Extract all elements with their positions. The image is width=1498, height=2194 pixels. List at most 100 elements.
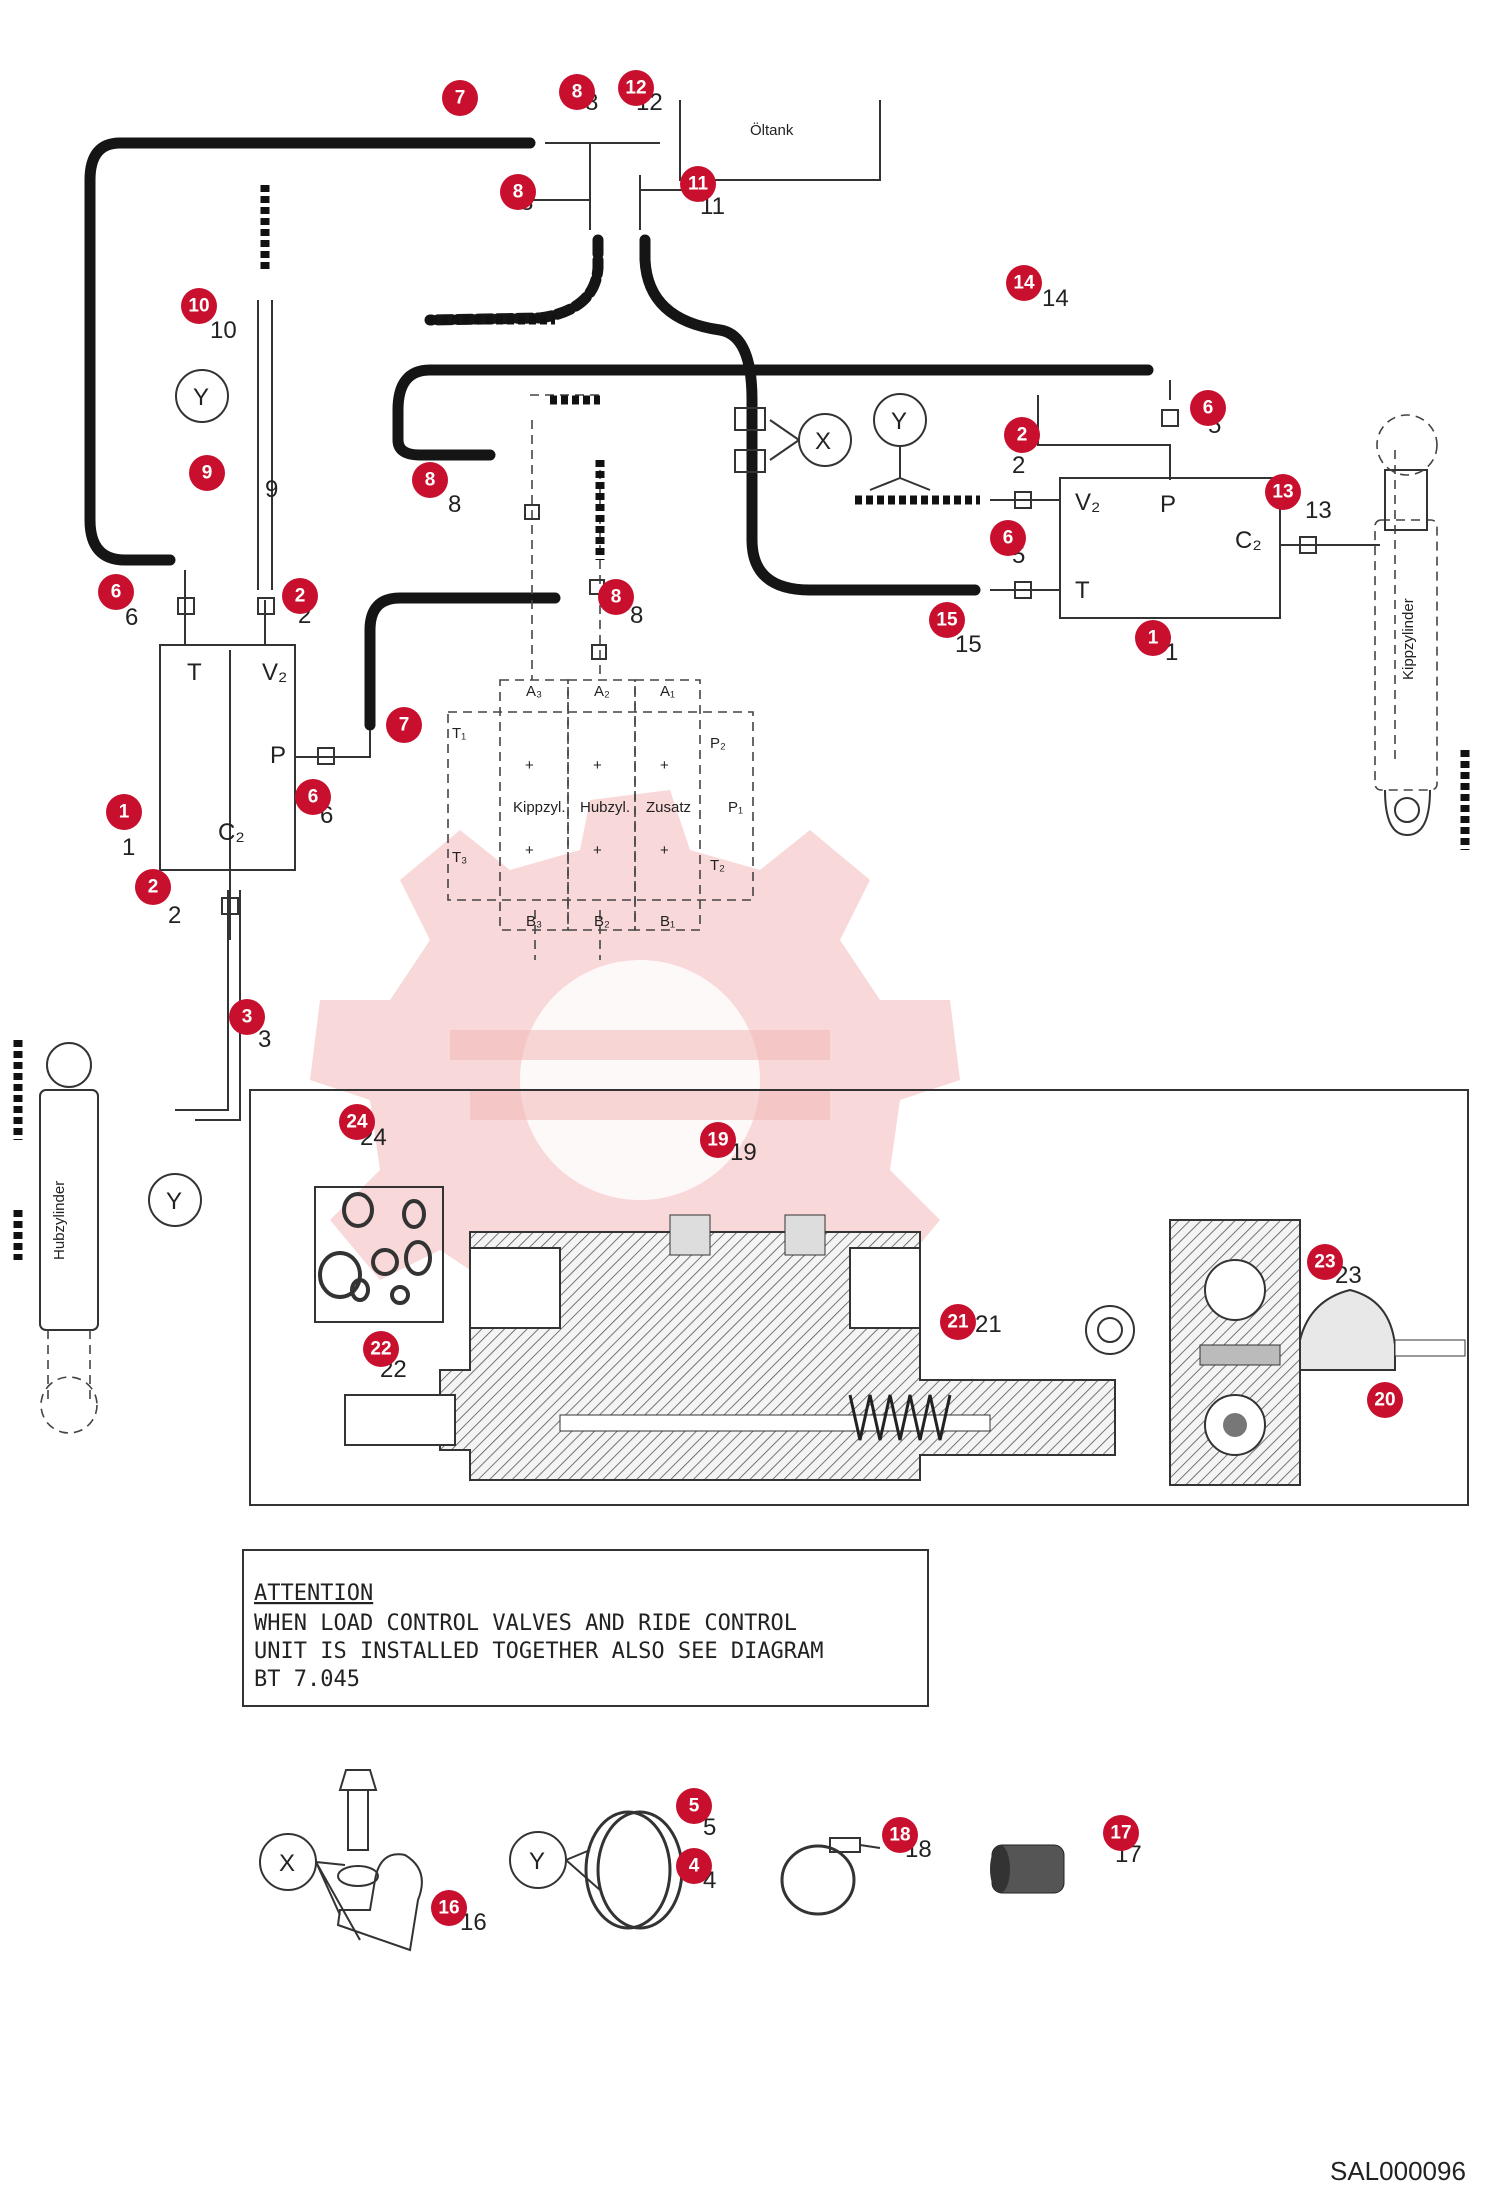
callout-7a: 7 [442,80,478,116]
callout-2c: 2 [135,869,171,905]
svg-text:8: 8 [448,491,461,518]
callout-10: 10 [181,288,217,324]
svg-text:B₁: B₁ [660,913,675,930]
svg-text:Kippzyl.: Kippzyl. [513,799,566,816]
svg-text:2: 2 [1012,452,1025,479]
callout-20: 20 [1367,1382,1403,1418]
svg-text:Y: Y [529,1848,545,1875]
hose-ends [13,185,1470,1260]
svg-text:6: 6 [308,787,319,808]
callout-8a: 8 [559,74,595,110]
svg-text:Hubzylinder: Hubzylinder [51,1181,68,1260]
svg-text:18: 18 [889,1825,910,1846]
svg-text:T₂: T₂ [710,857,725,874]
callout-3: 3 [229,999,265,1035]
attention-title: ATTENTION [254,1581,373,1606]
svg-text:+: + [525,842,534,859]
callout-8b: 8 [500,174,536,210]
callout-9: 9 [189,455,225,491]
svg-text:T: T [187,659,202,686]
callout-6b: 6 [990,520,1026,556]
oil-tank: Öltank [679,100,881,181]
svg-text:5: 5 [689,1796,700,1817]
svg-text:Hubzyl.: Hubzyl. [580,799,630,816]
lift-cylinder: Hubzylinder [39,1042,99,1434]
svg-text:9: 9 [265,476,278,503]
svg-text:X: X [279,1850,295,1877]
svg-text:8: 8 [513,182,524,203]
callout-2b: 2 [282,578,318,614]
callout-15: 15 [929,602,965,638]
callout-6a: 6 [1190,390,1226,426]
svg-text:21: 21 [975,1311,1002,1338]
svg-text:21: 21 [947,1312,969,1333]
svg-text:X: X [815,428,831,455]
svg-text:19: 19 [707,1130,728,1151]
svg-text:3: 3 [242,1007,253,1028]
svg-text:+: + [593,842,602,859]
callout-14: 14 [1006,265,1042,301]
callout-12: 12 [618,70,654,106]
svg-text:T: T [1075,577,1090,604]
hoses [84,137,1154,731]
svg-text:2: 2 [148,877,159,898]
svg-text:6: 6 [1003,528,1014,549]
attention-line-1: WHEN LOAD CONTROL VALVES AND RIDE CONTRO… [254,1611,797,1636]
svg-text:6: 6 [1203,398,1214,419]
svg-text:8: 8 [611,587,622,608]
svg-text:14: 14 [1042,285,1069,312]
svg-text:+: + [593,757,602,774]
svg-text:A₁: A₁ [660,683,675,700]
svg-text:13: 13 [1272,482,1293,503]
bottom-parts: X Y [259,1769,1065,1952]
control-block: A₃ A₂ A₁ B₃ B₂ B₁ P₂ P₁ T₂ T₁ T₃ Kippzyl… [447,504,754,931]
svg-text:7: 7 [455,88,466,109]
svg-text:P₂: P₂ [710,735,726,752]
svg-text:V₂: V₂ [1075,489,1100,516]
callout-4: 4 [676,1848,712,1884]
svg-text:P: P [270,742,286,769]
svg-text:2: 2 [1017,425,1028,446]
svg-text:C₂: C₂ [1235,527,1262,554]
svg-text:15: 15 [955,631,982,658]
callout-24: 24 [339,1104,375,1140]
svg-text:16: 16 [438,1898,459,1919]
svg-text:B₂: B₂ [594,913,610,930]
svg-text:A₃: A₃ [526,683,542,700]
svg-text:8: 8 [572,82,583,103]
valve-left: T V₂ P C₂ 1 [122,597,335,915]
svg-text:17: 17 [1110,1823,1131,1844]
svg-text:8: 8 [630,602,643,629]
callout-6d: 6 [295,779,331,815]
attention-line-2: UNIT IS INSTALLED TOGETHER ALSO SEE DIAG… [254,1639,824,1664]
svg-text:3: 3 [258,1026,271,1053]
svg-text:P₁: P₁ [728,799,743,816]
svg-text:+: + [525,757,534,774]
svg-text:12: 12 [625,78,646,99]
svg-text:22: 22 [370,1339,391,1360]
svg-text:23: 23 [1314,1252,1335,1273]
callout-1b: 1 [106,794,142,830]
callout-7b: 7 [386,707,422,743]
valve-right: V₂ P T C₂ 1 [1014,409,1317,666]
callout-2a: 2 [1004,417,1040,453]
svg-text:C₂: C₂ [218,819,245,846]
seal-kit [314,1186,444,1323]
svg-text:20: 20 [1374,1390,1395,1411]
svg-text:24: 24 [346,1112,368,1133]
svg-text:5: 5 [703,1814,716,1841]
attention-box: ATTENTION WHEN LOAD CONTROL VALVES AND R… [242,1549,929,1707]
svg-text:1: 1 [1148,628,1159,649]
svg-text:Zusatz: Zusatz [646,799,691,816]
callout-22: 22 [363,1331,399,1367]
callout-5: 5 [676,1788,712,1824]
callout-23: 23 [1307,1244,1343,1280]
callout-8d: 8 [598,579,634,615]
attention-line-3: BT 7.045 [254,1667,360,1692]
callout-1a: 1 [1135,620,1171,656]
svg-text:T₃: T₃ [452,849,467,866]
callouts: 7 8 12 8 11 10 9 14 6 2 13 6 15 1 8 8 6 … [98,70,1403,1926]
svg-text:8: 8 [425,470,436,491]
tank-label: Öltank [750,121,794,139]
